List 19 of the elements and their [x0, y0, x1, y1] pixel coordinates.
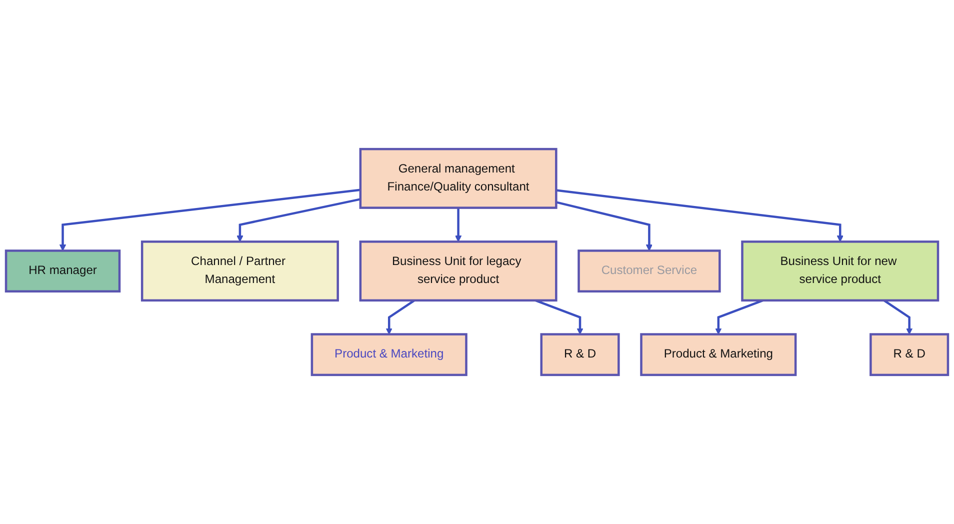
- node-box: Customer Service: [578, 250, 721, 292]
- node-box: Product & Marketing: [310, 333, 468, 376]
- node-box: Business Unit for new service product: [741, 240, 940, 302]
- node-box: HR manager: [4, 250, 121, 292]
- arrow: [386, 299, 416, 335]
- arrow: [59, 188, 361, 251]
- node-box: Business Unit for legacy service product: [359, 240, 558, 302]
- node-box: Channel / Partner Management: [140, 240, 339, 302]
- node-box: General management Finance/Quality consultant: [359, 148, 558, 209]
- arrow: [556, 201, 653, 251]
- arrow: [883, 299, 913, 335]
- node-box: R & D: [540, 333, 620, 376]
- arrow: [556, 189, 844, 242]
- arrow: [454, 208, 462, 242]
- node-box: Product & Marketing: [640, 333, 797, 376]
- arrow: [715, 299, 764, 335]
- node-box: R & D: [870, 333, 950, 376]
- arrow: [236, 198, 361, 242]
- arrow: [535, 299, 584, 335]
